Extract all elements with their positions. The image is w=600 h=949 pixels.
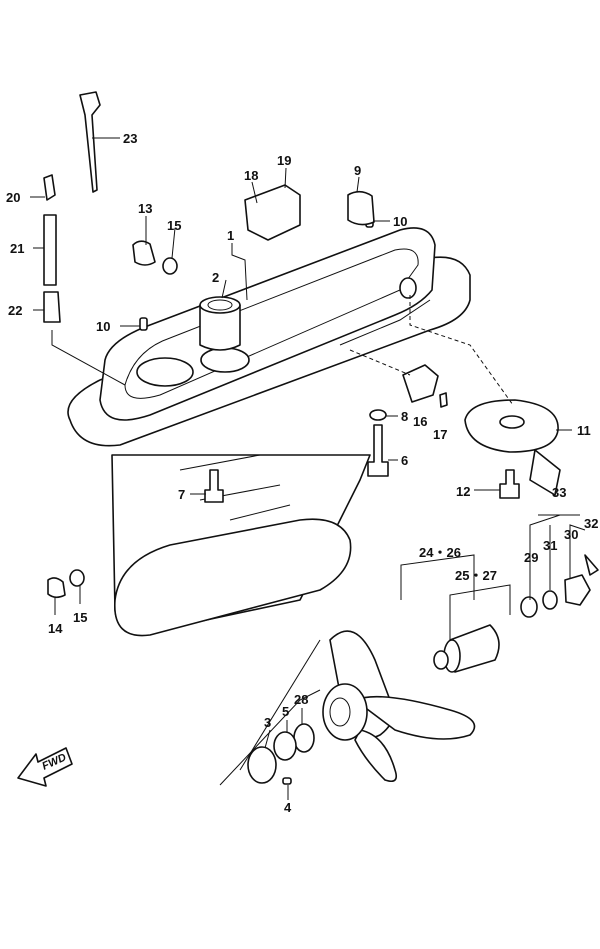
anode-bolt bbox=[499, 469, 520, 499]
propeller bbox=[322, 630, 476, 783]
callout-14: 14 bbox=[48, 621, 63, 636]
tube-connector bbox=[43, 291, 61, 323]
callout-33: 33 bbox=[552, 485, 566, 500]
short-bolt bbox=[204, 469, 224, 503]
long-bolt bbox=[367, 424, 389, 477]
callout-8: 8 bbox=[401, 409, 408, 424]
callout-32: 32 bbox=[584, 516, 598, 531]
relation-line-1 bbox=[409, 295, 514, 406]
callout-23: 23 bbox=[123, 131, 137, 146]
callout-2: 2 bbox=[212, 270, 219, 285]
washer bbox=[369, 409, 387, 421]
water-tube bbox=[43, 214, 57, 286]
thrust-spacer bbox=[293, 723, 315, 753]
callout-30: 30 bbox=[564, 527, 578, 542]
callout-18: 18 bbox=[244, 168, 258, 183]
callout-1: 1 bbox=[227, 228, 234, 243]
callout-6: 6 bbox=[401, 453, 408, 468]
callout-21: 21 bbox=[10, 241, 24, 256]
callout-10-left: 10 bbox=[96, 319, 110, 334]
oil-plug-lower bbox=[47, 577, 66, 599]
fwd-direction-arrow: FWD bbox=[17, 747, 73, 787]
cable-tie bbox=[79, 91, 101, 193]
dowel-pin-left bbox=[139, 317, 148, 331]
callout-17: 17 bbox=[433, 427, 447, 442]
cover-cap bbox=[347, 190, 375, 226]
oil-seal-housing bbox=[247, 746, 277, 784]
oil-plug-upper bbox=[132, 240, 156, 266]
small-screw bbox=[439, 392, 448, 408]
callout-12: 12 bbox=[456, 484, 470, 499]
callout-11: 11 bbox=[577, 423, 591, 438]
trim-tab-anode bbox=[464, 399, 561, 496]
callout-15-lower: 15 bbox=[73, 610, 87, 625]
callout-29: 29 bbox=[524, 550, 538, 565]
key bbox=[282, 777, 292, 785]
callout-4: 4 bbox=[284, 800, 292, 815]
callout-19: 19 bbox=[277, 153, 291, 168]
callout-10-right: 10 bbox=[393, 214, 407, 229]
callout-numbers: 1 2 3 4 5 6 7 8 9 10 10 11 12 13 14 15 1… bbox=[6, 131, 598, 815]
callout-3: 3 bbox=[264, 715, 271, 730]
callout-15-upper: 15 bbox=[167, 218, 181, 233]
cotter-pin bbox=[584, 554, 599, 576]
grease-fitting bbox=[43, 174, 56, 201]
callout-7: 7 bbox=[178, 487, 185, 502]
callout-25-27: 25・27 bbox=[455, 568, 497, 583]
callout-9: 9 bbox=[354, 163, 361, 178]
callout-5: 5 bbox=[282, 704, 289, 719]
rubber-block bbox=[402, 364, 439, 403]
gasket-upper bbox=[162, 257, 178, 275]
relation-line-2 bbox=[349, 349, 411, 376]
callout-28: 28 bbox=[294, 692, 308, 707]
prop-washer-31 bbox=[542, 590, 558, 610]
leader-lines bbox=[30, 137, 586, 800]
gasket-lower bbox=[69, 569, 85, 587]
bracket bbox=[244, 184, 301, 241]
callout-13: 13 bbox=[138, 201, 152, 216]
prop-nut bbox=[564, 574, 591, 606]
callout-16: 16 bbox=[413, 414, 427, 429]
gear-case-housing bbox=[67, 227, 471, 637]
thrust-washer bbox=[273, 731, 297, 761]
callout-24-26: 24・26 bbox=[419, 545, 461, 560]
prop-bushing bbox=[433, 624, 500, 673]
prop-washer-29 bbox=[520, 596, 538, 618]
callout-31: 31 bbox=[543, 538, 557, 553]
callout-20: 20 bbox=[6, 190, 20, 205]
callout-22: 22 bbox=[8, 303, 22, 318]
